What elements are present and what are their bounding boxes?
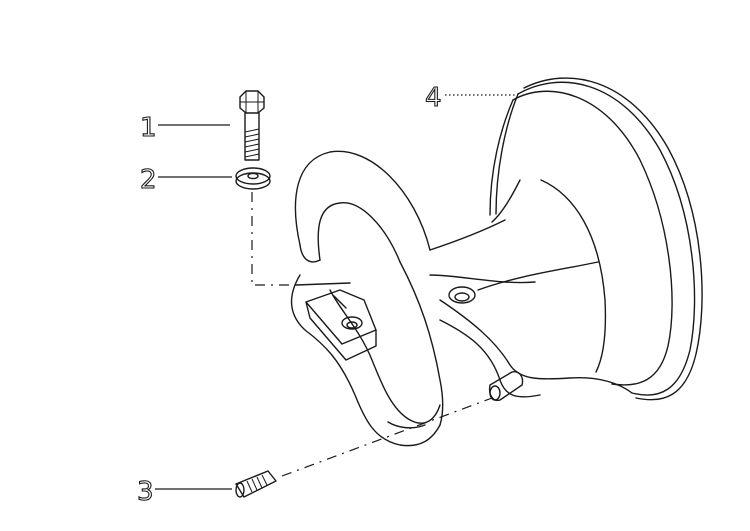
assembly-line-screw — [281, 397, 493, 477]
washer-part — [235, 167, 271, 190]
callout-3: 3 — [136, 476, 232, 508]
bolt-part — [239, 90, 265, 161]
callout-number-3: 3 — [137, 477, 154, 507]
bracket-part — [290, 77, 703, 447]
screw-part — [235, 470, 277, 498]
callout-number-4: 4 — [425, 83, 442, 113]
callout-1: 1 — [139, 112, 230, 144]
callout-number-2: 2 — [140, 165, 157, 195]
assembly-line-bolt — [251, 192, 296, 286]
callout-2: 2 — [139, 164, 232, 196]
callout-4: 4 — [424, 82, 515, 114]
callout-number-1: 1 — [140, 113, 157, 143]
